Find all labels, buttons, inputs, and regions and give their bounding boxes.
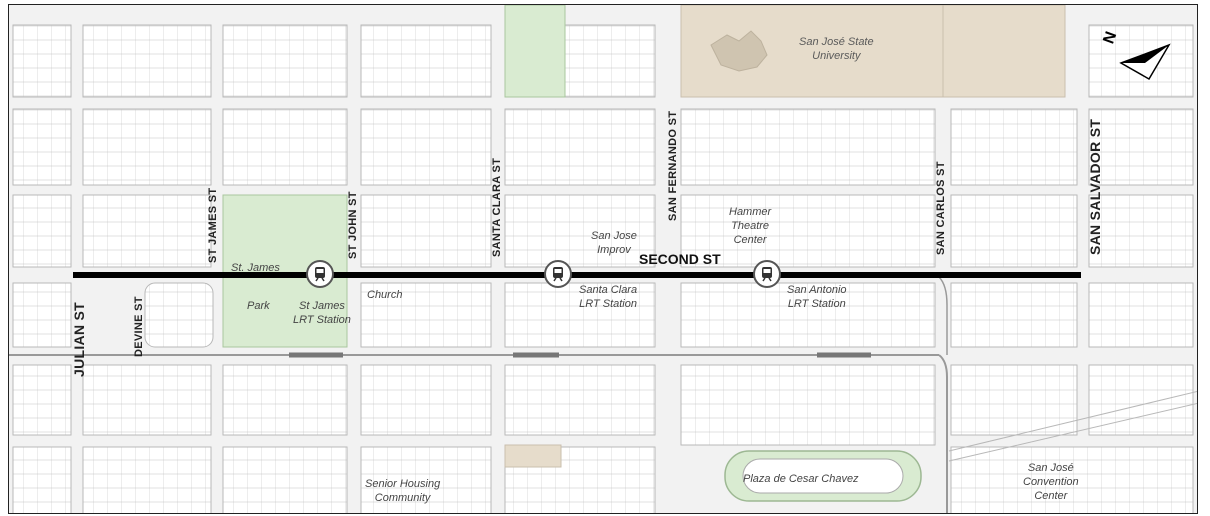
- st-james-park-label: St. James Park: [231, 262, 280, 312]
- light-rail-line: [9, 273, 948, 513]
- street-label-st-james: ST JAMES ST: [207, 187, 219, 263]
- station-label-san-antonio: San Antonio LRT Station: [787, 284, 847, 310]
- street-label-san-fernando: SAN FERNANDO ST: [667, 110, 679, 221]
- station-marker-st-james: [305, 259, 335, 294]
- main-street-label: SECOND ST: [639, 251, 721, 267]
- station-marker-santa-clara: [543, 259, 573, 294]
- hammer-theatre-label: Hammer Theatre Center: [729, 206, 772, 246]
- street-label-julian: JULIAN ST: [71, 301, 87, 377]
- street-label-devine: DEVINE ST: [133, 296, 145, 357]
- green-block-top: [504, 5, 566, 98]
- senior-housing-label: Senior Housing Community: [365, 478, 441, 504]
- map-base: [9, 5, 1197, 513]
- city-blocks: [12, 24, 1194, 513]
- north-arrow-icon: [1119, 43, 1171, 81]
- university-label: San José State University: [799, 36, 874, 62]
- station-marker-san-antonio: [752, 259, 782, 294]
- map-frame: JULIAN ST DEVINE ST ST JAMES ST ST JOHN …: [8, 4, 1198, 514]
- station-label-st-james: St James LRT Station: [293, 300, 351, 326]
- church-label: Church: [367, 289, 403, 301]
- convention-center-label: San José Convention Center: [1023, 462, 1079, 502]
- improv-label: San Jose Improv: [591, 230, 637, 256]
- street-label-st-john: ST JOHN ST: [347, 191, 359, 259]
- street-label-santa-clara: SANTA CLARA ST: [491, 157, 503, 257]
- street-label-san-carlos: SAN CARLOS ST: [935, 161, 947, 255]
- station-label-santa-clara: Santa Clara LRT Station: [579, 284, 638, 310]
- street-label-san-salvador: SAN SALVADOR ST: [1087, 118, 1103, 255]
- north-arrow: N: [1099, 21, 1179, 96]
- plaza-label: Plaza de Cesar Chavez: [743, 473, 859, 485]
